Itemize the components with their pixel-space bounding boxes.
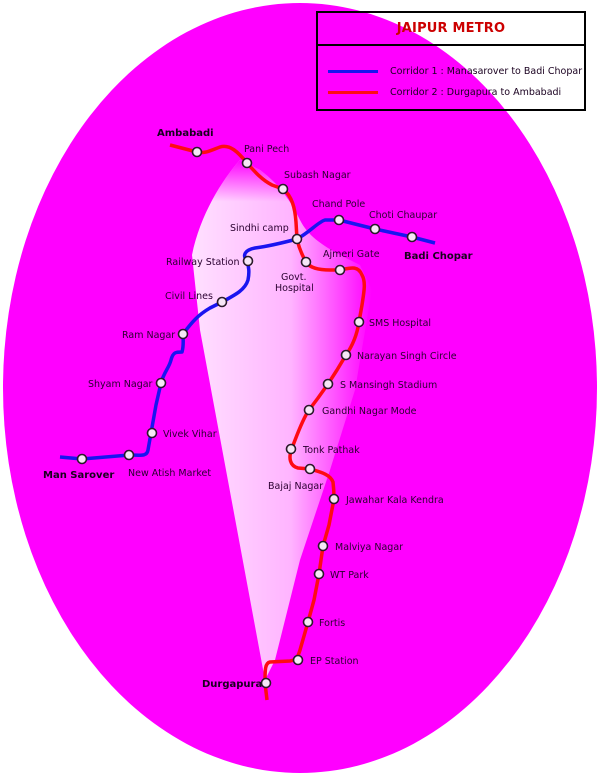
label-s-mansingh-stadium: S Mansingh Stadium — [340, 380, 437, 391]
highlight-wedge-fade — [192, 160, 372, 680]
label-subash-nagar: Subash Nagar — [284, 170, 351, 181]
station-man-sarover[interactable] — [76, 453, 88, 465]
station-wt-park[interactable] — [313, 568, 325, 580]
label-shyam-nagar: Shyam Nagar — [88, 379, 153, 390]
label-ambabadi: Ambabadi — [157, 128, 214, 139]
station-labels: Ambabadi Pani Pech Subash Nagar Chand Po… — [43, 128, 473, 690]
label-sindhi-camp: Sindhi camp — [230, 223, 289, 234]
label-jawahar-kala-kendra: Jawahar Kala Kendra — [345, 495, 444, 506]
label-ajmeri-gate: Ajmeri Gate — [323, 249, 380, 260]
label-durgapura: Durgapura — [202, 679, 262, 690]
corridor-1-line — [59, 218, 436, 461]
station-ram-nagar[interactable] — [177, 328, 189, 340]
label-wt-park: WT Park — [330, 570, 369, 581]
label-ram-nagar: Ram Nagar — [122, 330, 175, 341]
station-fortis[interactable] — [302, 616, 314, 628]
station-ajmeri-gate[interactable] — [334, 264, 346, 276]
label-badi-chopar: Badi Chopar — [404, 251, 473, 262]
legend: JAIPUR METRO Corridor 1 : Manasarover to… — [316, 11, 586, 111]
label-man-sarover: Man Sarover — [43, 470, 114, 481]
label-malviya-nagar: Malviya Nagar — [335, 542, 403, 553]
label-choti-chaupar: Choti Chaupar — [369, 210, 437, 221]
station-narayan-singh-circle[interactable] — [340, 349, 352, 361]
station-tonk-pathak[interactable] — [285, 443, 297, 455]
station-vivek-vihar[interactable] — [146, 427, 158, 439]
station-malviya-nagar[interactable] — [317, 540, 329, 552]
station-jawahar-kala-kendra[interactable] — [328, 493, 340, 505]
label-pani-pech: Pani Pech — [244, 144, 289, 155]
station-subash-nagar[interactable] — [277, 183, 289, 195]
label-ep-station: EP Station — [310, 656, 359, 667]
label-narayan-singh-circle: Narayan Singh Circle — [357, 351, 457, 362]
corridor-2-swatch — [328, 90, 378, 94]
corridor-2-stations — [191, 146, 365, 689]
label-tonk-pathak: Tonk Pathak — [302, 445, 360, 456]
label-govt-hospital-line1: Govt. — [281, 272, 307, 283]
station-civil-lines[interactable] — [216, 296, 228, 308]
legend-item-corridor-2: Corridor 2 : Durgapura to Ambabadi — [328, 85, 561, 99]
station-ambabadi[interactable] — [191, 146, 203, 158]
station-railway-station[interactable] — [242, 255, 254, 267]
label-fortis: Fortis — [319, 618, 345, 629]
station-sms-hospital[interactable] — [353, 316, 365, 328]
station-govt-hospital[interactable] — [300, 256, 312, 268]
station-ep-station[interactable] — [292, 654, 304, 666]
station-durgapura[interactable] — [260, 677, 272, 689]
legend-item-corridor-1: Corridor 1 : Manasarover to Badi Chopar — [328, 64, 582, 78]
label-new-atish-market: New Atish Market — [128, 468, 211, 479]
label-vivek-vihar: Vivek Vihar — [163, 429, 217, 440]
station-chand-pole[interactable] — [333, 214, 345, 226]
label-bajaj-nagar: Bajaj Nagar — [268, 481, 323, 492]
label-chand-pole: Chand Pole — [312, 199, 365, 210]
legend-label-corridor-1: Corridor 1 : Manasarover to Badi Chopar — [390, 65, 583, 77]
station-badi-chopar[interactable] — [406, 231, 418, 243]
legend-label-corridor-2: Corridor 2 : Durgapura to Ambabadi — [390, 86, 562, 98]
station-bajaj-nagar[interactable] — [304, 463, 316, 475]
station-pani-pech[interactable] — [241, 157, 253, 169]
label-sms-hospital: SMS Hospital — [369, 318, 431, 329]
label-gandhi-nagar-mode: Gandhi Nagar Mode — [322, 406, 417, 417]
station-sindhi-camp[interactable] — [291, 233, 303, 245]
label-govt-hospital-line2: Hospital — [275, 283, 314, 294]
label-civil-lines: Civil Lines — [165, 291, 213, 302]
legend-title: JAIPUR METRO — [318, 13, 584, 46]
corridor-1-stations — [76, 214, 418, 465]
label-railway-station: Railway Station — [166, 257, 240, 268]
station-s-mansingh-stadium[interactable] — [322, 378, 334, 390]
station-choti-chaupar[interactable] — [369, 223, 381, 235]
station-new-atish-market[interactable] — [123, 449, 135, 461]
corridor-1-swatch — [328, 69, 378, 73]
station-gandhi-nagar-mode[interactable] — [303, 404, 315, 416]
station-shyam-nagar[interactable] — [155, 377, 167, 389]
